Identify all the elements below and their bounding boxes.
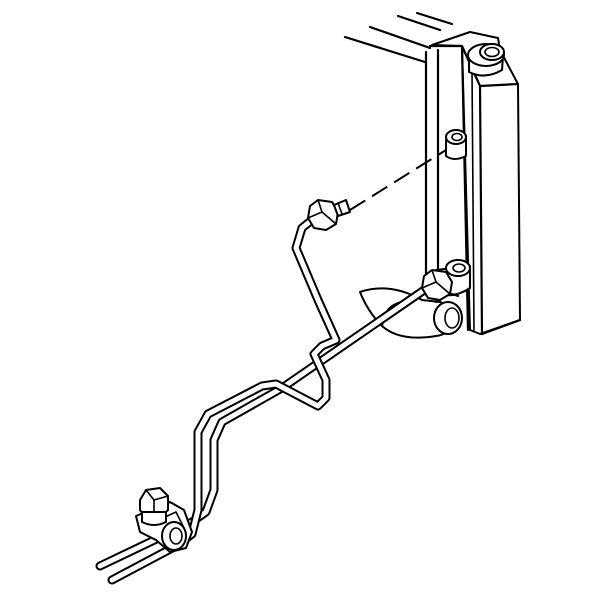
upper-line-nut bbox=[307, 199, 351, 231]
upper-cooler-fitting bbox=[445, 129, 467, 160]
alignment-dashed-line bbox=[349, 149, 447, 211]
radiator-filler-neck bbox=[467, 43, 505, 77]
upper-cooler-line bbox=[107, 207, 341, 585]
clip-bolt bbox=[139, 487, 169, 526]
radiator bbox=[343, 11, 522, 336]
lower-line-nut bbox=[421, 269, 453, 301]
